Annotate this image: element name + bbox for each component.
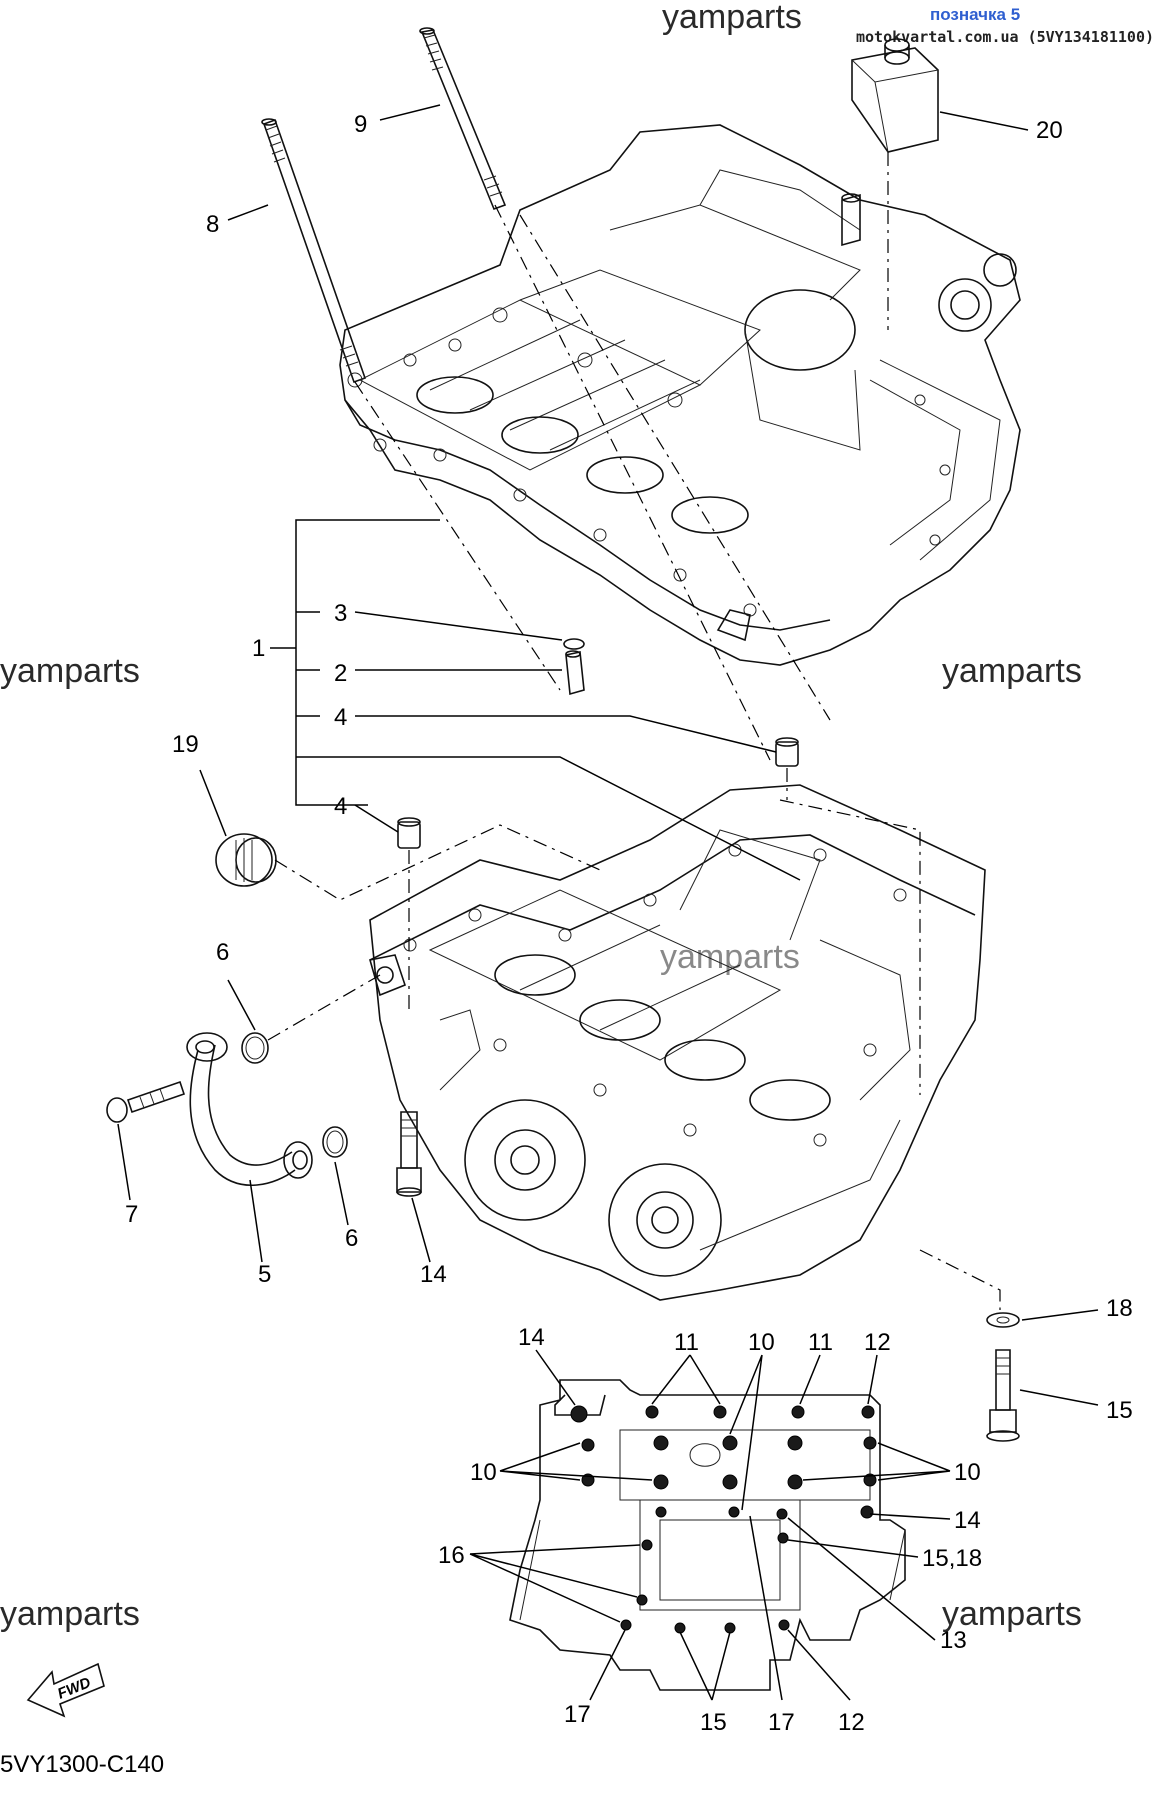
callout-3: 3 [334,600,347,627]
bottom-callout-13: 13 [940,1627,967,1654]
header-source: motokvartal.com.ua (5VY134181100) [856,28,1152,46]
callout-1: 1 [252,635,265,662]
bottom-callout-11-left: 11 [674,1329,699,1356]
group-bracket [295,519,440,806]
bottom-callout-10-top: 10 [748,1329,775,1356]
leader-lines [469,1349,951,1701]
o-ring-3-drawing [563,638,585,650]
bottom-callout-11-right: 11 [808,1329,833,1356]
group-bracket [296,756,801,881]
stud-bolt-9-drawing [419,27,507,211]
bolt-7-drawing [106,1080,186,1123]
bottom-callout-15-18: 15,18 [922,1545,982,1572]
callout-5: 5 [258,1261,271,1288]
callout-6-lower: 6 [345,1225,358,1252]
bottom-callout-15: 15 [700,1709,727,1736]
alignment-line [494,204,771,761]
plug-19-drawing [215,833,277,887]
oil-pipe-5-drawing [186,1032,313,1186]
lower-crankcase-drawing [368,784,986,1301]
bottom-callout-10-right: 10 [954,1459,981,1486]
callout-20: 20 [1036,117,1063,144]
watermark-top: yamparts [662,0,802,36]
bolt-15-drawing [986,1349,1020,1442]
o-ring-6-upper-drawing [241,1032,269,1064]
watermark-left-2: yamparts [0,1595,140,1633]
callout-4-lower: 4 [334,793,347,820]
bolt-14-drawing [396,1111,422,1197]
bottom-callout-16: 16 [438,1542,465,1569]
bottom-callout-17-left: 17 [564,1701,591,1728]
dowel-pin-4-upper-drawing [775,737,799,767]
o-ring-6-lower-drawing [322,1126,348,1158]
washer-18-drawing [986,1312,1020,1328]
upper-crankcase-drawing [339,124,1021,666]
callout-18: 18 [1106,1295,1133,1322]
dowel-pin-4-lower-drawing [397,817,421,849]
callout-19: 19 [172,731,199,758]
bottom-callout-12-bottom: 12 [838,1709,865,1736]
pipe-2-drawing [565,650,585,696]
alignment-line [779,799,921,1095]
callout-2: 2 [334,660,347,687]
watermark-center: yamparts [660,938,800,976]
alignment-line [274,824,601,901]
callout-7: 7 [125,1201,138,1228]
bottom-callout-17-right: 17 [768,1709,795,1736]
watermark-right-2: yamparts [942,1595,1082,1633]
breather-cover-drawing [851,38,939,153]
watermark-right-1: yamparts [942,652,1082,690]
bottom-view-drawing [509,1379,906,1691]
stud-bolt-8-drawing [261,118,367,384]
callout-14: 14 [420,1261,447,1288]
callout-9: 9 [354,111,367,138]
watermark-left-1: yamparts [0,652,140,690]
bottom-callout-12-top: 12 [864,1329,891,1356]
callout-4-upper: 4 [334,704,347,731]
bottom-callout-10-left: 10 [470,1459,497,1486]
alignment-line [919,1249,1001,1310]
callout-8: 8 [206,211,219,238]
bottom-callout-14-right: 14 [954,1507,981,1534]
leader-lines [117,104,1099,1406]
forward-arrow-icon: FWD [26,1662,105,1718]
header-label: позначка 5 [930,5,1020,24]
diagram-code: 5VY1300-C140 [0,1751,164,1778]
callout-15: 15 [1106,1397,1133,1424]
alignment-line [267,974,381,1041]
bottom-callout-14: 14 [518,1324,545,1351]
alignment-line [519,214,831,721]
alignment-line [354,381,561,691]
callout-6-upper: 6 [216,939,229,966]
